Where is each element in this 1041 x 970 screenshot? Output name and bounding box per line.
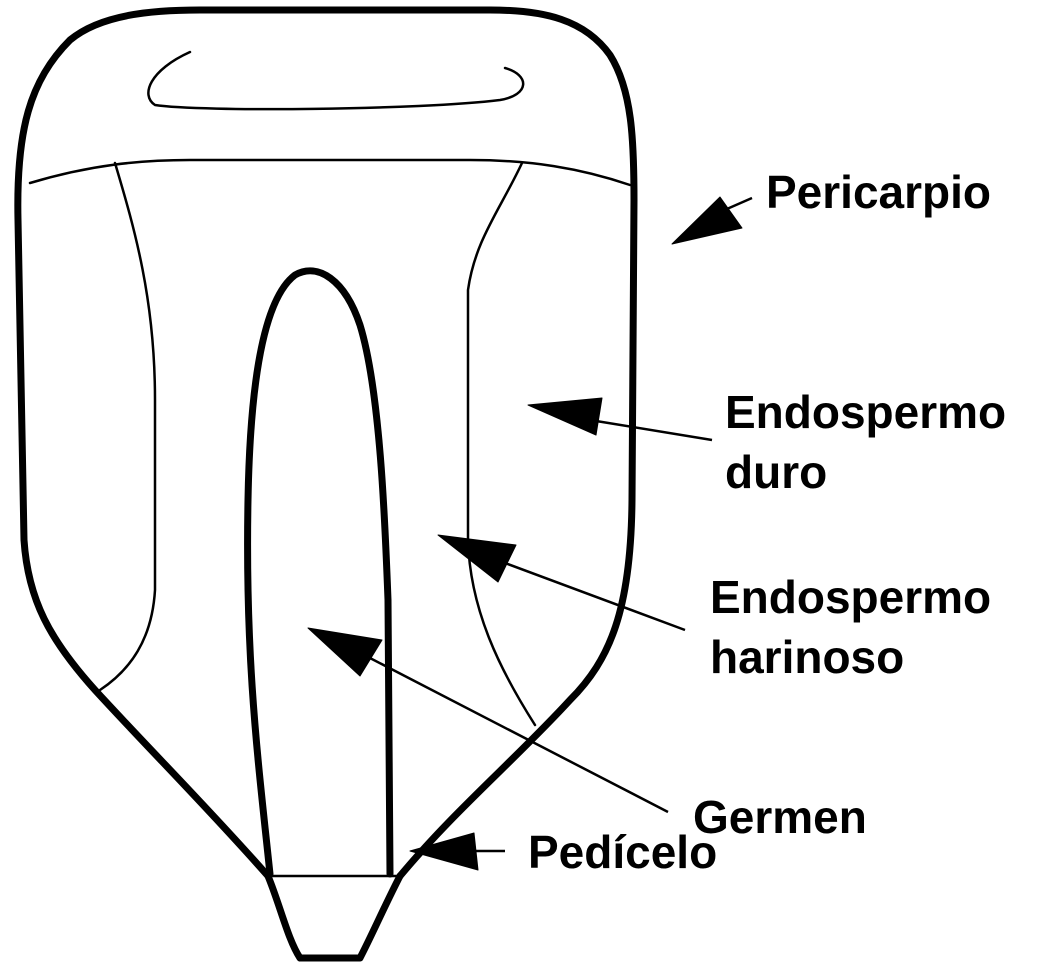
endospermo-duro-arrowhead — [528, 398, 602, 435]
pedicel-outline — [268, 876, 400, 958]
pedicelo-arrowhead — [410, 833, 478, 870]
silk-scar-loop — [148, 52, 523, 109]
label-endospermo-harinoso-line2: harinoso — [710, 631, 904, 683]
endospermo-duro-leader — [590, 420, 712, 440]
germen-leader — [368, 657, 668, 812]
right-endosperm-boundary — [468, 163, 535, 725]
label-pericarpio: Pericarpio — [766, 166, 991, 218]
label-pedicelo: Pedícelo — [528, 826, 717, 878]
germen-arrowhead — [308, 628, 382, 676]
germ-outline — [248, 271, 390, 874]
label-germen: Germen — [693, 791, 867, 843]
label-endospermo-duro-line2: duro — [725, 446, 827, 498]
pericarpio-arrowhead — [672, 197, 742, 244]
left-endosperm-boundary — [100, 163, 155, 690]
label-endospermo-duro-line1: Endospermo — [725, 386, 1006, 438]
endospermo-harinoso-leader — [505, 563, 685, 630]
label-endospermo-harinoso-line1: Endospermo — [710, 571, 991, 623]
endospermo-harinoso-arrowhead — [438, 535, 516, 582]
